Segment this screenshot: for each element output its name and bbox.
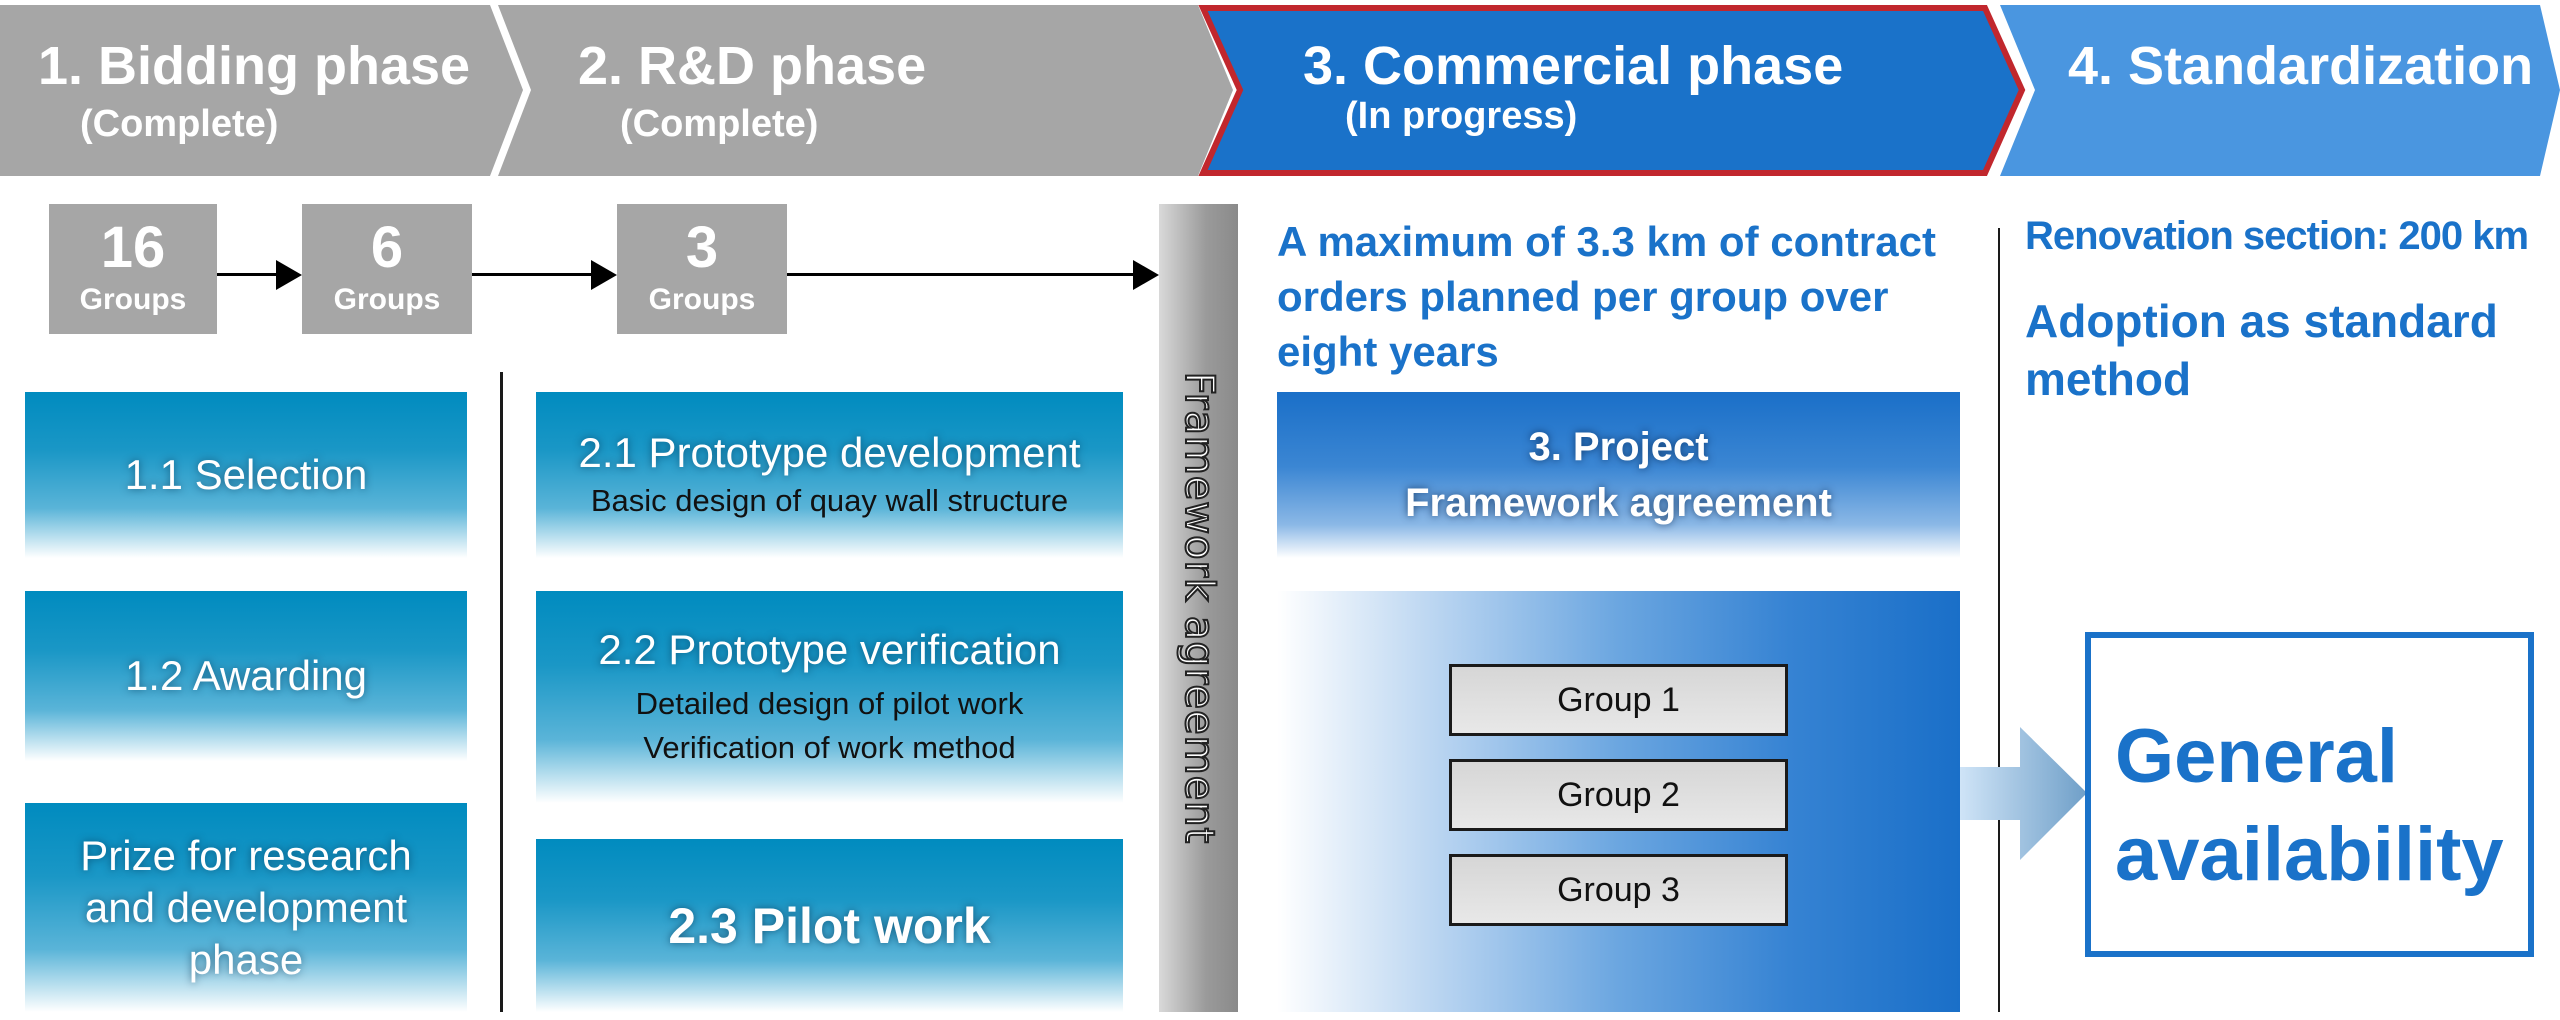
step-title: 2.1 Prototype development [578, 429, 1081, 476]
arrow-right-icon [276, 260, 302, 290]
step-title: 2.3 Pilot work [668, 897, 991, 954]
step-detail: Detailed design of pilot work [635, 686, 1024, 721]
group-count-label: Groups [79, 283, 187, 316]
project-title: 3. Project [1528, 425, 1709, 469]
step-title: 2.2 Prototype verification [598, 626, 1061, 673]
step-detail: Basic design of quay wall structure [590, 483, 1069, 518]
commercial-summary: A maximum of 3.3 km of contract orders p… [1277, 218, 1936, 375]
general-availability-box: General availability [2085, 632, 2534, 957]
framework-agreement-label: Framework agreement [1175, 371, 1223, 845]
framework-agreement-bar: Framework agreement [1159, 204, 1238, 1012]
phase-status: (Complete) [80, 103, 279, 145]
arrow-right-icon [1133, 260, 1159, 290]
step-title: 1.2 Awarding [124, 652, 368, 699]
step-prototype-verification: 2.2 Prototype verification Detailed desi… [536, 591, 1123, 803]
renovation-section: Renovation section: 200 km [2025, 214, 2529, 258]
step-awarding: 1.2 Awarding [25, 591, 467, 761]
group-count-bidding-start: 16 Groups [49, 204, 217, 334]
step-title: 1.1 Selection [124, 451, 368, 498]
group-count-number: 6 [370, 215, 404, 280]
divider [1998, 228, 2000, 1012]
transition-arrow-icon [1960, 727, 2087, 860]
step-prototype-development: 2.1 Prototype development Basic design o… [536, 392, 1123, 558]
step-prize: Prize for research and development phase [25, 803, 467, 1012]
divider [500, 372, 503, 1012]
step-detail: Verification of work method [643, 730, 1016, 765]
phase-chevron-standardization: 4. Standardization [1995, 5, 2560, 176]
arrow-right-icon [591, 260, 617, 290]
result-line: availability [2115, 812, 2504, 897]
phase-status: (Complete) [620, 103, 819, 145]
result-line: General [2115, 714, 2399, 799]
phase-chevron-rd: 2. R&D phase (Complete) [498, 5, 1233, 176]
arrow-line [472, 273, 594, 276]
general-availability-text: General availability [2115, 708, 2504, 904]
step-title: Prize for research and development phase [80, 831, 412, 983]
project-subtitle: Framework agreement [1405, 481, 1832, 525]
group-count-label: Groups [648, 283, 756, 316]
phase-title: 2. R&D phase [578, 36, 927, 96]
group-count-bidding-end: 6 Groups [302, 204, 472, 334]
step-pilot-work: 2.3 Pilot work [536, 839, 1123, 1012]
phase-title: 4. Standardization [2068, 36, 2534, 96]
phase-title: 3. Commercial phase [1303, 36, 1844, 96]
adoption-text: Adoption as standard method [2025, 295, 2498, 405]
group-count-label: Groups [333, 283, 441, 316]
step-selection: 1.1 Selection [25, 392, 467, 558]
group-count-number: 3 [685, 215, 719, 280]
phase-title: 1. Bidding phase [38, 36, 471, 96]
group-box: Group 2 [1449, 759, 1788, 831]
arrow-line [787, 273, 1135, 276]
phase-chevron-bidding: 1. Bidding phase (Complete) [0, 5, 523, 176]
phase-status: (In progress) [1345, 95, 1578, 137]
group-count-number: 16 [100, 215, 166, 280]
project-framework-box: 3. Project Framework agreement [1277, 392, 1960, 558]
arrow-line [217, 273, 279, 276]
group-count-rd: 3 Groups [617, 204, 787, 334]
group-box: Group 1 [1449, 664, 1788, 736]
group-box: Group 3 [1449, 854, 1788, 926]
phase-chevron-commercial: 3. Commercial phase (In progress) [1198, 5, 2026, 176]
